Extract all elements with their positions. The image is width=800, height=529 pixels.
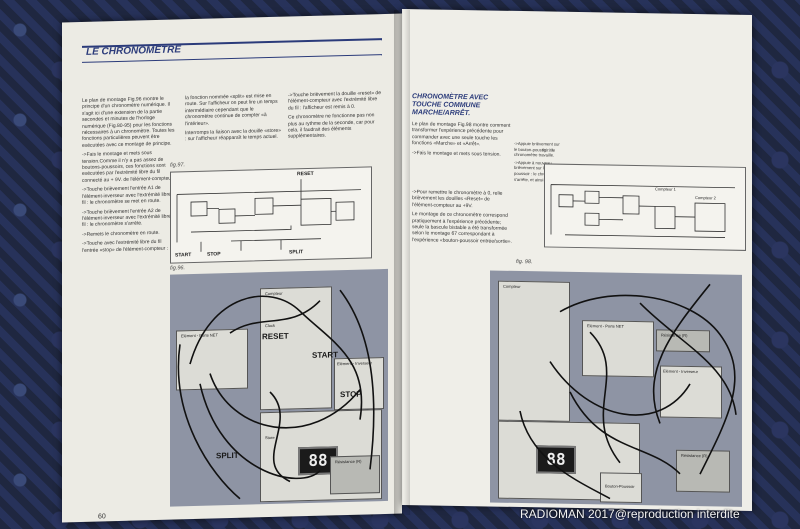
fig98-board: Compteur Elément - Porte NET Résistance … bbox=[490, 270, 742, 507]
paragraph: Le montage de ce chronomètre correspond … bbox=[412, 211, 512, 245]
fig99-schematic: Compteur 1 Compteur 2 bbox=[544, 163, 746, 251]
schematic-compteur1-label: Compteur 1 bbox=[655, 186, 676, 192]
left-page: LE CHRONOMÈTRE Le plan de montage Fig.96… bbox=[62, 13, 402, 523]
fig96-wires bbox=[177, 289, 375, 500]
paragraph: ->Touche brièvement la douille «reset» d… bbox=[288, 90, 381, 112]
paragraph: ->Touche brièvement l'entrée A1 de l'élé… bbox=[82, 185, 178, 207]
title-bar: LE CHRONOMÈTRE bbox=[82, 38, 382, 63]
fig99-label: fig. 99. bbox=[542, 147, 555, 153]
right-col-3: ->Pour remettre le chronomètre à 0, reli… bbox=[412, 189, 512, 248]
fig98-label: fig. 98. bbox=[516, 258, 533, 266]
page-title: LE CHRONOMÈTRE bbox=[86, 44, 181, 58]
paragraph: ->Fais le montage et mets sous tension.C… bbox=[82, 150, 174, 184]
schematic-split-label: SPLIT bbox=[289, 249, 304, 256]
paragraph: Ce chronomètre ne fonctionne pas non plu… bbox=[288, 112, 375, 140]
paragraph: ->Remets le chronomètre en route. bbox=[82, 229, 160, 238]
schematic-compteur2-label: Compteur 2 bbox=[695, 195, 716, 201]
watermark-text: RADIOMAN 2017@reproduction interdite bbox=[520, 507, 740, 521]
left-col-1: Le plan de montage Fig.96 montre le prin… bbox=[82, 95, 178, 256]
schematic-reset-label: RESET bbox=[297, 170, 314, 178]
fig97-label: fig.97. bbox=[170, 162, 185, 169]
left-col-3: ->Touche brièvement la douille «reset» d… bbox=[288, 90, 384, 143]
right-col-1: CHRONOMÈTRE AVEC TOUCHE COMMUNE MARCHE/A… bbox=[412, 93, 512, 161]
right-page: CHRONOMÈTRE AVEC TOUCHE COMMUNE MARCHE/A… bbox=[402, 8, 752, 512]
paragraph: Interromps la liaison avec la douille «s… bbox=[185, 127, 281, 143]
fig96-label: fig.96. bbox=[170, 265, 185, 272]
schematic-start-label: START bbox=[175, 252, 192, 259]
paragraph: ->Fais le montage et mets sous tension. bbox=[412, 149, 501, 158]
paragraph: Le plan de montage Fig.96 montre le prin… bbox=[82, 95, 175, 149]
fig98-wires bbox=[519, 283, 737, 500]
paragraph: ->Touche avec l'extrémité libre du fil l… bbox=[82, 238, 169, 254]
paragraph: Le plan de montage Fig.98 montre comment… bbox=[412, 121, 511, 148]
schematic-stop-label: STOP bbox=[207, 251, 221, 258]
left-col-2: la fonction nommée «split» est mise en r… bbox=[185, 93, 281, 146]
book-gutter bbox=[394, 10, 410, 515]
fig99-circuit bbox=[550, 184, 735, 238]
paragraph: ->Appuie brièvement sur le bouton-pousso… bbox=[514, 140, 560, 158]
section-subtitle: CHRONOMÈTRE AVEC TOUCHE COMMUNE MARCHE/A… bbox=[412, 93, 489, 118]
fig97-schematic: RESET START STOP SPLIT bbox=[170, 166, 372, 264]
paragraph: la fonction nommée «split» est mise en r… bbox=[185, 92, 278, 127]
page-number: 60 bbox=[98, 513, 106, 521]
fig97-circuit bbox=[176, 179, 361, 252]
fig96-board: Elément - Porte NET Compteur Clock Eléme… bbox=[170, 268, 388, 507]
paragraph: ->Pour remettre le chronomètre à 0, reli… bbox=[412, 189, 503, 209]
paragraph: ->Touche brièvement l'entrée A2 de l'élé… bbox=[82, 207, 178, 229]
